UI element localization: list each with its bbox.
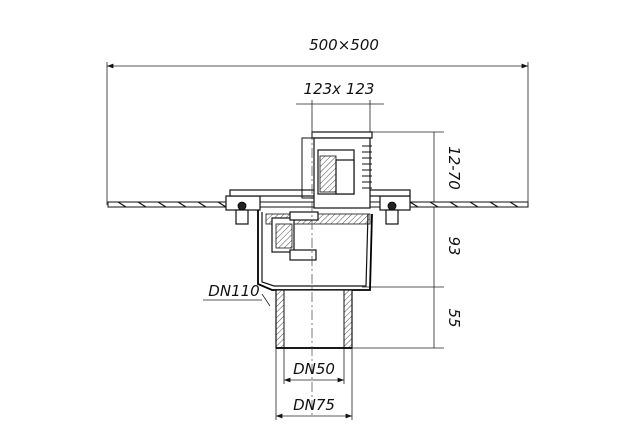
adjustable-height-label: 12-70 — [445, 146, 463, 190]
dimension-grate-size: 123x 123 — [296, 80, 384, 132]
dimension-dn50: DN50 — [283, 348, 345, 384]
adjustable-top-section — [301, 131, 373, 209]
body-height-label: 93 — [445, 236, 463, 255]
dn110-label: DN110 — [208, 282, 259, 300]
grate-size-label: 123x 123 — [304, 80, 375, 98]
overall-width-label: 500×500 — [309, 36, 379, 54]
dimension-dn75: DN75 — [275, 348, 353, 420]
drain-body — [257, 210, 373, 291]
outlet-pipe — [275, 289, 353, 349]
dimension-overall-width: 500×500 — [106, 36, 529, 205]
dn50-label: DN50 — [293, 360, 335, 378]
dimension-dn110: DN110 — [203, 282, 271, 307]
dn75-label: DN75 — [293, 396, 335, 414]
outlet-height-label: 55 — [445, 308, 463, 327]
dimension-vertical-right: 12-70 93 55 — [352, 131, 463, 349]
